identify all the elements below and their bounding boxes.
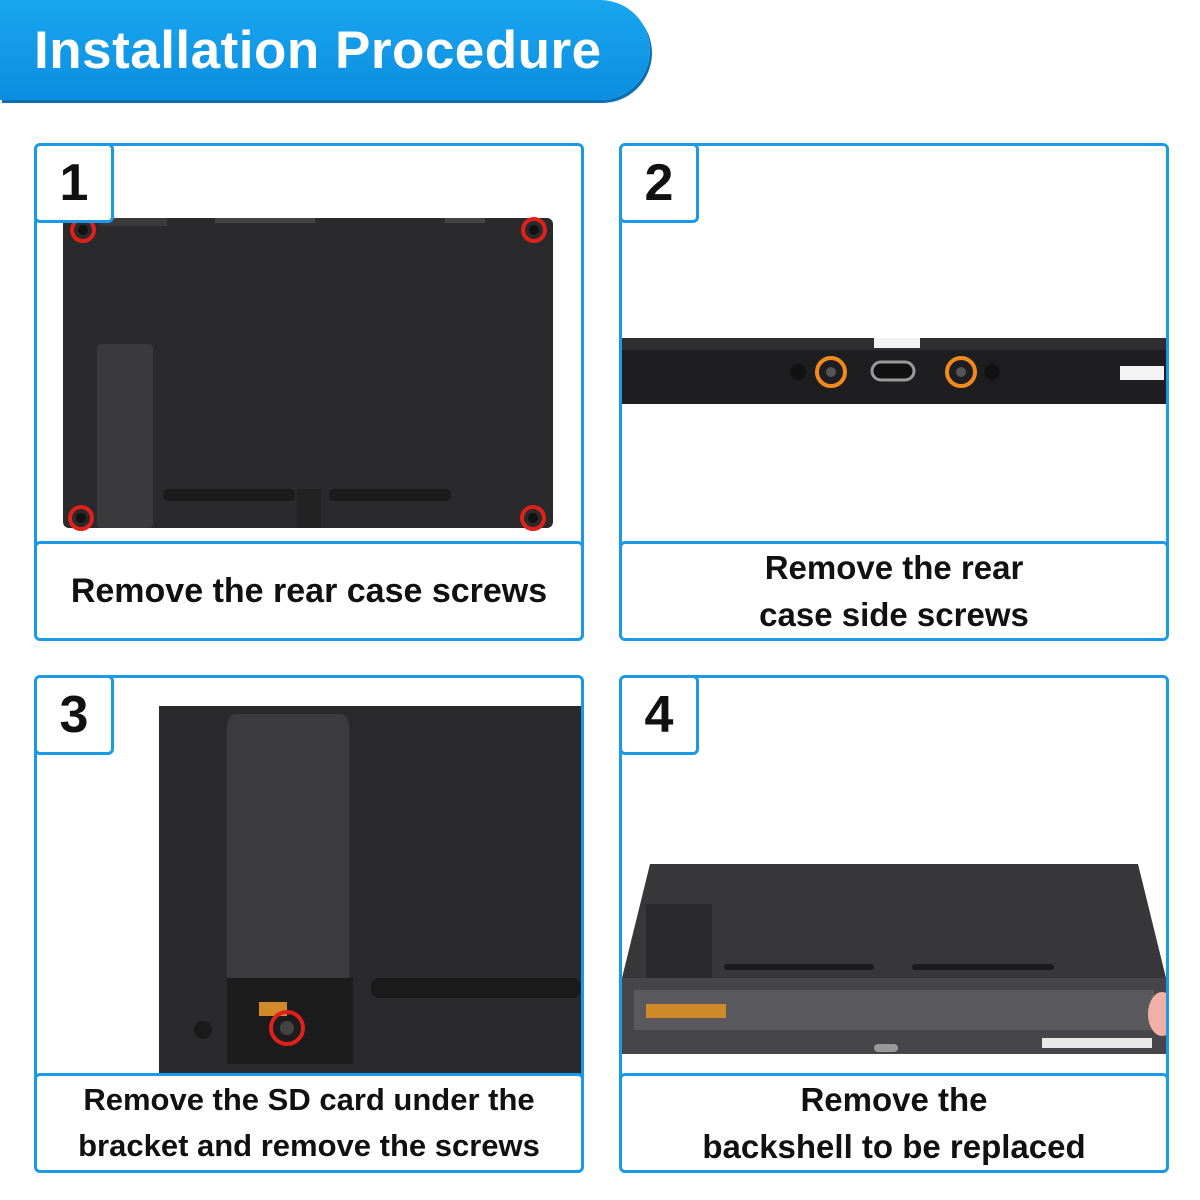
step-caption: Remove the rear case screws bbox=[37, 541, 581, 638]
step-4-panel: 4 Remove the backshell to be replaced bbox=[619, 675, 1169, 1173]
rear-case-illustration bbox=[37, 146, 581, 544]
backshell-removal-illustration bbox=[622, 678, 1166, 1076]
step-1-photo bbox=[37, 146, 581, 544]
step-number: 1 bbox=[37, 146, 114, 223]
step-4-photo bbox=[622, 678, 1166, 1076]
step-1-panel: 1 Remove the rear case screws bbox=[34, 143, 584, 641]
screw-top-right-icon bbox=[521, 217, 547, 243]
kickstand-illustration bbox=[37, 678, 581, 1076]
side-edge-illustration bbox=[622, 146, 1166, 544]
page-title: Installation Procedure bbox=[34, 20, 602, 80]
screw-highlight-icon bbox=[269, 1010, 305, 1046]
step-caption: Remove the rear case side screws bbox=[622, 541, 1166, 638]
screw-bottom-right-icon bbox=[520, 505, 546, 531]
step-2-photo bbox=[622, 146, 1166, 544]
usb-c-port-icon bbox=[870, 360, 916, 382]
step-3-panel: 3 Remove the SD card under the bracket a… bbox=[34, 675, 584, 1173]
step-caption: Remove the backshell to be replaced bbox=[622, 1073, 1166, 1170]
screw-right-icon bbox=[945, 356, 977, 388]
screw-left-icon bbox=[815, 356, 847, 388]
screw-bottom-left-icon bbox=[68, 505, 94, 531]
step-3-photo bbox=[37, 678, 581, 1076]
step-number: 3 bbox=[37, 678, 114, 755]
step-caption: Remove the SD card under the bracket and… bbox=[37, 1073, 581, 1170]
title-banner: Installation Procedure bbox=[0, 0, 650, 100]
step-2-panel: 2 Remove the rear case side screws bbox=[619, 143, 1169, 641]
step-number: 2 bbox=[622, 146, 699, 223]
step-number: 4 bbox=[622, 678, 699, 755]
